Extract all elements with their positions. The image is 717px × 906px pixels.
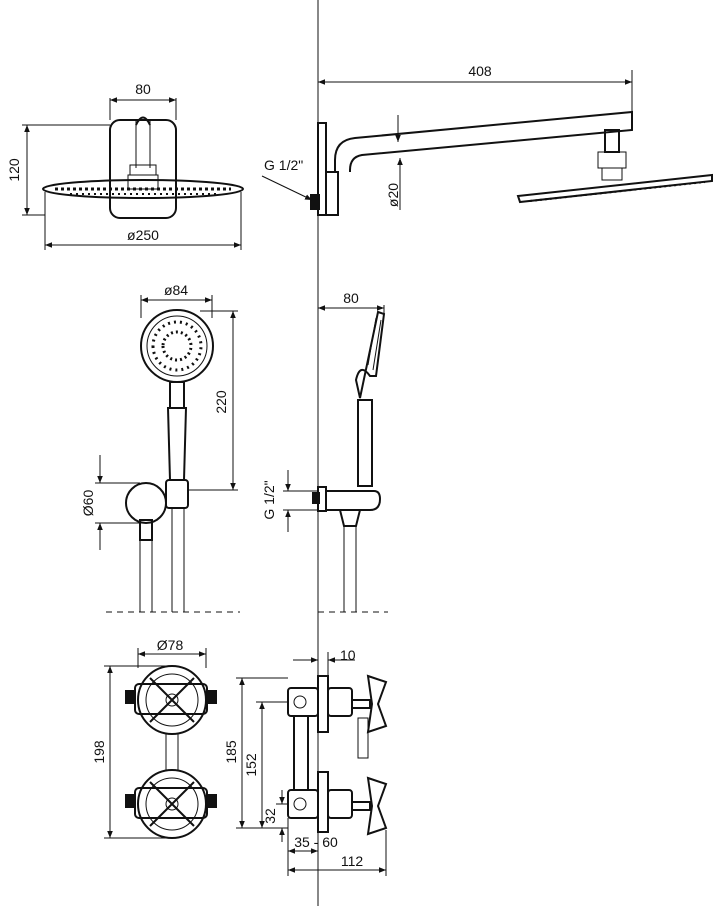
dim-mixer-flange: 10 (340, 647, 356, 663)
hand-shower-side-view (283, 305, 386, 612)
dim-hand-side-depth: 80 (343, 290, 359, 306)
dim-mixer-diameter: Ø78 (157, 637, 184, 653)
dim-mixer-height-outer: 185 (223, 740, 239, 764)
mixer-front-view (104, 648, 217, 839)
mixer-side-view (236, 652, 388, 876)
dim-hand-holder: Ø60 (80, 490, 96, 517)
dim-head-height: 120 (6, 158, 22, 182)
dim-arm-pipe: ø20 (385, 183, 401, 207)
dim-head-width: 80 (135, 81, 151, 97)
dim-mixer-depth: 112 (341, 853, 364, 869)
shower-head-front-view (22, 97, 244, 250)
dim-hand-side-thread: G 1/2" (261, 480, 277, 519)
dim-mixer-height: 198 (91, 740, 107, 764)
dim-hand-length: 220 (213, 390, 229, 414)
dim-mixer-offset: 32 (262, 808, 278, 824)
dim-head-diameter: ø250 (127, 227, 159, 243)
dim-mixer-height-inner: 152 (243, 753, 259, 777)
hand-shower-front-view (95, 295, 238, 612)
dim-mixer-range: 35 - 60 (294, 834, 338, 850)
shower-arm-side-view (261, 70, 713, 216)
dim-hand-head: ø84 (164, 282, 188, 298)
dim-arm-length: 408 (468, 63, 492, 79)
dim-arm-thread: G 1/2" (264, 157, 303, 173)
